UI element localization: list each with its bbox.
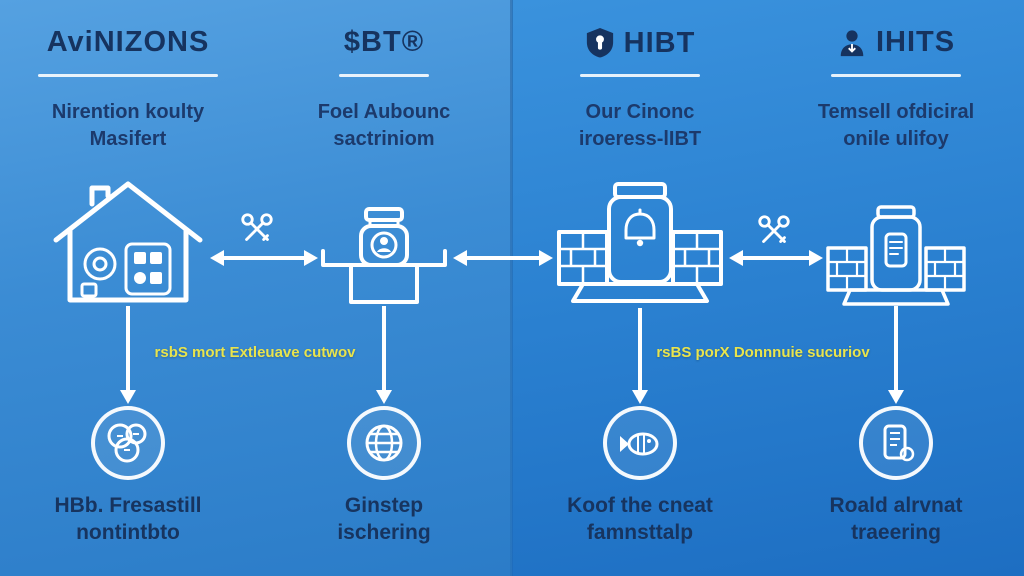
caption-line: Ginstep (344, 494, 424, 517)
caption-line: Koof the cneat (567, 494, 713, 517)
subtitle-line: Nirention koulty (51, 101, 205, 123)
device-icon (859, 406, 933, 480)
jar-on-bricks-icon (826, 204, 966, 306)
jar-on-platform-icon (319, 205, 449, 305)
arrow-col3-down (632, 308, 648, 404)
column-1-caption: HBb. Fresastill nontintbto (0, 492, 256, 547)
column-2-subtitle: Foel Aubounc sactriniom (256, 99, 512, 153)
keys-icon (241, 213, 273, 241)
subtitle-line: Masifert (89, 128, 167, 150)
house-icon (48, 178, 208, 306)
column-4: IHITS Temsell ofdiciral onile ulifoy (768, 0, 1024, 576)
jar-machine-icon (555, 180, 725, 308)
panel-divider (510, 0, 513, 576)
column-2-title: $BT® (343, 26, 425, 58)
arrow-col4-down (888, 306, 904, 404)
keys-icon (758, 215, 790, 243)
subtitle-line: Our Cinonc (585, 101, 695, 123)
arrow-col1-col2 (210, 250, 318, 266)
column-3-underline (580, 74, 700, 77)
caption-line: ischering (337, 521, 431, 545)
subtitle-line: sactriniom (333, 128, 435, 150)
column-2-underline (339, 74, 429, 77)
connector-label-right: rsBS porX Donnnuie sucuriov (656, 344, 870, 361)
arrow-col3-col4 (729, 250, 823, 266)
column-3-header: HIBT (512, 26, 768, 60)
subtitle-line: iroeress-lIBT (578, 128, 702, 150)
community-icon (91, 406, 165, 480)
column-1: AviNIZONS Nirention koulty Masifert (0, 0, 256, 576)
column-2-caption: Ginstep ischering (256, 492, 512, 547)
caption-line: traeering (851, 521, 941, 545)
subtitle-line: Temsell ofdiciral (817, 101, 975, 123)
caption-line: famnsttalp (586, 521, 694, 545)
column-2-header: $BT® (256, 26, 512, 59)
column-4-underline (831, 74, 961, 77)
connector-label-left: rsbS mort Extleuave cutwov (154, 344, 356, 361)
column-3-caption: Koof the cneat famnsttalp (512, 492, 768, 547)
column-4-title: IHITS (875, 26, 956, 58)
column-4-caption: Roald alrvnat traeering (768, 492, 1024, 547)
fish-icon (603, 406, 677, 480)
background-left-panel (0, 0, 512, 576)
column-4-header: IHITS (768, 26, 1024, 59)
column-3-title: HIBT (623, 26, 696, 59)
column-1-title: AviNIZONS (46, 26, 210, 58)
arrow-col1-down (120, 306, 136, 404)
subtitle-line: onile ulifoy (843, 128, 949, 150)
background-right-panel (512, 0, 1024, 576)
caption-line: HBb. Fresastill (54, 494, 202, 517)
column-2: $BT® Foel Aubounc sactriniom (256, 0, 512, 576)
subtitle-line: Foel Aubounc (317, 101, 451, 123)
shield-icon (585, 26, 615, 60)
column-1-underline (38, 74, 218, 77)
column-1-subtitle: Nirention koulty Masifert (0, 99, 256, 153)
column-3: HIBT Our Cinonc iroeress-lIBT (512, 0, 768, 576)
arrow-col2-col3 (453, 250, 553, 266)
caption-line: nontintbto (76, 521, 180, 545)
arrow-col2-down (376, 306, 392, 404)
column-3-subtitle: Our Cinonc iroeress-lIBT (512, 99, 768, 153)
column-4-subtitle: Temsell ofdiciral onile ulifoy (768, 99, 1024, 153)
caption-line: Roald alrvnat (829, 494, 963, 517)
person-icon (837, 27, 867, 59)
globe-icon (347, 406, 421, 480)
column-1-header: AviNIZONS (0, 26, 256, 59)
